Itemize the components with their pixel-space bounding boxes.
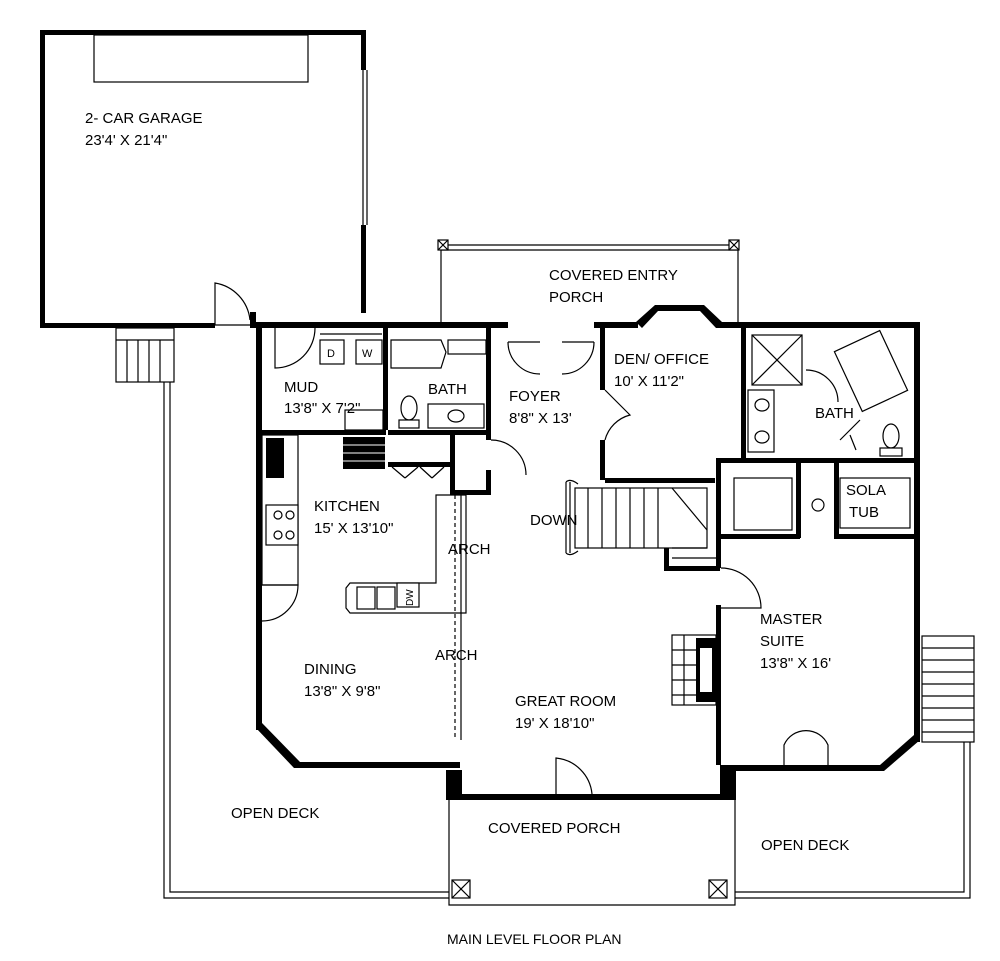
master-deck-door	[783, 729, 829, 765]
dishwasher-label: DW	[405, 589, 416, 606]
deck-stairs-right	[921, 635, 975, 743]
master-suite-door	[720, 567, 762, 609]
small-bath-tub	[390, 339, 447, 369]
master-bath-door	[805, 369, 839, 403]
great-room-size: 19' X 18'10"	[515, 715, 594, 732]
stair-down-label: DOWN	[530, 512, 578, 529]
master-toilet	[882, 423, 900, 449]
garage-door	[93, 34, 309, 83]
kitchen-name: KITCHEN	[314, 498, 380, 515]
master-suite-line2: SUITE	[760, 633, 804, 650]
open-deck-left-name: OPEN DECK	[231, 805, 319, 822]
den-office-size: 10' X 11'2"	[614, 373, 684, 390]
dishwasher	[396, 582, 420, 608]
master-suite-size: 13'8" X 16'	[760, 655, 831, 672]
stairs	[565, 479, 716, 559]
mud-size: 13'8" X 7'2"	[284, 400, 360, 417]
range	[265, 504, 299, 546]
kitchen-size: 15' X 13'10"	[314, 520, 393, 537]
room-labels: 2- CAR GARAGE 23'4' X 21'4" COVERED ENTR…	[85, 110, 886, 854]
sola-tub-line1: SOLA	[846, 482, 886, 499]
island-sink	[356, 586, 376, 610]
dining-name: DINING	[304, 661, 357, 678]
mud-name: MUD	[284, 379, 318, 396]
great-room-door	[555, 757, 593, 800]
open-deck-right-name: OPEN DECK	[761, 837, 849, 854]
small-bath-name: BATH	[428, 381, 467, 398]
deck-outline	[163, 382, 971, 906]
house-walls	[256, 305, 920, 898]
bath-door	[490, 439, 527, 476]
garage-side-door	[214, 282, 251, 325]
garage	[40, 30, 368, 328]
porch-posts	[451, 879, 728, 899]
arch-upper-label: ARCH	[448, 541, 491, 558]
dryer-label: D	[327, 348, 335, 360]
entry-porch-line2: PORCH	[549, 289, 603, 306]
den-door	[604, 389, 632, 441]
garage-steps	[115, 327, 175, 383]
small-bath-toilet	[400, 395, 418, 421]
dining-size: 13'8" X 9'8"	[304, 683, 380, 700]
fixtures	[261, 327, 911, 800]
foyer-front-door	[507, 341, 595, 375]
dining-door	[261, 584, 299, 622]
covered-entry-porch	[437, 239, 740, 322]
den-office-name: DEN/ OFFICE	[614, 351, 709, 368]
great-room-name: GREAT ROOM	[515, 693, 616, 710]
dryer	[319, 339, 345, 365]
washer-label: W	[362, 348, 373, 360]
master-tub	[833, 329, 909, 413]
arch-lower-label: ARCH	[435, 647, 478, 664]
foyer-size: 8'8" X 13'	[509, 410, 572, 427]
foyer-name: FOYER	[509, 388, 561, 405]
covered-porch-name: COVERED PORCH	[488, 820, 621, 837]
sola-tub-light	[811, 498, 825, 512]
washer	[355, 339, 383, 365]
plan-caption: MAIN LEVEL FLOOR PLAN	[447, 931, 622, 947]
interior-walls	[262, 322, 920, 765]
sola-tub-line2: TUB	[849, 504, 879, 521]
garage-size: 23'4' X 21'4"	[85, 132, 167, 149]
garage-name: 2- CAR GARAGE	[85, 110, 203, 127]
entry-porch-line1: COVERED ENTRY	[549, 267, 678, 284]
master-suite-line1: MASTER	[760, 611, 823, 628]
mud-door	[274, 327, 316, 369]
master-bath-name: BATH	[815, 405, 854, 422]
